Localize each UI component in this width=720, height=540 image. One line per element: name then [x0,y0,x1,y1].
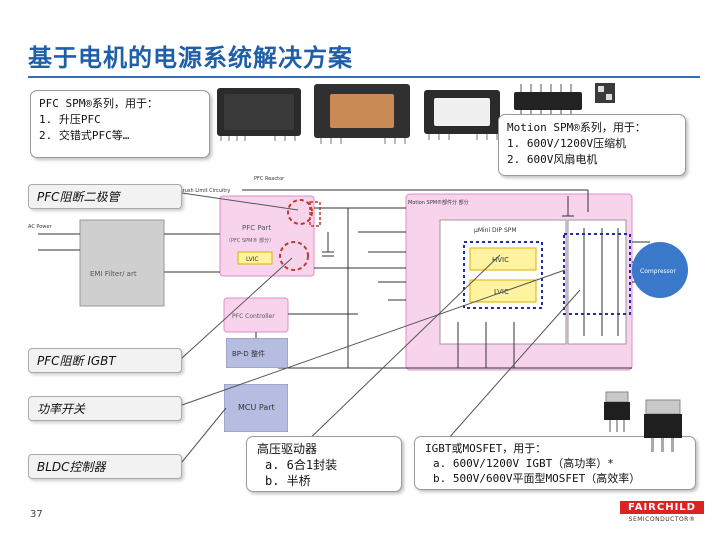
motion-callout-item: 1. 600V/1200V压缩机 [507,137,627,150]
pfc-spm-part-label: （PFC SPM® 部分） [226,237,274,244]
logo-word: FAIRCHILD [620,501,704,514]
lvic-block [469,279,537,303]
bldc-controller-label: BLDC控制器 [28,454,182,479]
motion-spm-module-photo [424,90,500,140]
hvic-block [469,247,537,271]
driver-callout-item: a. 6合1封装 [265,458,338,472]
compressor-motor [632,242,688,298]
pfc-reactor-label: PFC Reactor [254,176,285,182]
fairchild-logo: FAIRCHILD SEMICONDUCTOR® [620,501,704,531]
hvic-label: HVIC [492,256,509,264]
driver-callout-item: b. 半桥 [265,474,311,488]
pfc-spm-module-photo [217,88,301,141]
motion-spm-part-label: Motion SPM®部件分 部分 [408,199,469,206]
power-switch-label: 功率开关 [28,396,182,421]
igbt-callout-item: b. 500V/600V平面型MOSFET（高效率） [433,472,641,485]
inverter-bridge-block [567,219,627,345]
pfc-lvic-label: LVIC [246,256,259,263]
hv-driver-highlight [463,241,543,309]
page-title: 基于电机的电源系统解决方案 [28,44,353,72]
motion-spm-callout: Motion SPM®系列，用于： 1. 600V/1200V压缩机 2. 60… [498,114,686,176]
logo-subtitle: SEMICONDUCTOR® [628,516,696,523]
hv-driver-callout: 高压驱动器 a. 6合1封装 b. 半桥 [246,436,402,492]
mcu-part-label: MCU Part [238,403,275,412]
inrush-limit-label: Inrush Limit Circuitry [178,188,230,194]
pfc-diode-highlight [287,199,313,225]
pfc-controller-label: PFC Controller [232,313,275,320]
power-system-schematic: PFC Reactor Inrush Limit Circuitry AC Po… [28,176,688,371]
motion-callout-item: 2. 600V风扇电机 [507,153,598,166]
compressor-label: Compressor [640,268,676,275]
pfc-igbt-label: PFC阻断 IGBT [28,348,182,373]
pfc-diode-label: PFC阻断二极管 [28,184,182,209]
pfc-callout-item: 2. 交错式PFC等… [39,129,130,142]
igbt-callout-item: a. 600V/1200V IGBT（高功率）* [433,457,614,470]
to220-transistor-photo [604,391,630,432]
motion-callout-heading: Motion SPM®系列，用于： [507,121,646,134]
emi-filter-label: EMI Filter/ art [90,270,137,278]
mcu-part-block: MCU Part [224,384,288,432]
pfc-spm-callout: PFC SPM®系列，用于： 1. 升压PFC 2. 交错式PFC等… [30,90,210,158]
igbt-callout-heading: IGBT或MOSFET，用于： [425,442,547,455]
to247-transistor-photo [644,399,682,452]
mini-dip-spm-label: μMini DIP SPM [474,227,517,234]
pfc-igbt-highlight [279,241,309,271]
bp-block: BP-D 整件 [226,338,288,368]
pfc-callout-heading: PFC SPM®系列，用于： [39,97,158,110]
pfc-part-label: PFC Part [242,224,271,232]
page-number: 37 [30,509,43,520]
pfc-lvic-block [237,251,273,265]
driver-callout-heading: 高压驱动器 [257,442,318,456]
ac-power-label: AC Power [28,224,52,230]
emi-filter-region [79,219,165,307]
igbt-mosfet-callout: IGBT或MOSFET，用于： a. 600V/1200V IGBT（高功率）*… [414,436,696,490]
pfc-callout-item: 1. 升压PFC [39,113,101,126]
bp-block-label: BP-D 整件 [232,349,265,358]
small-smd-photo [595,83,615,103]
title-divider [28,76,700,78]
power-switch-highlight [563,233,631,315]
pfc-spm-module-photo-2 [314,84,410,144]
pfc-bus-highlight [309,201,321,227]
